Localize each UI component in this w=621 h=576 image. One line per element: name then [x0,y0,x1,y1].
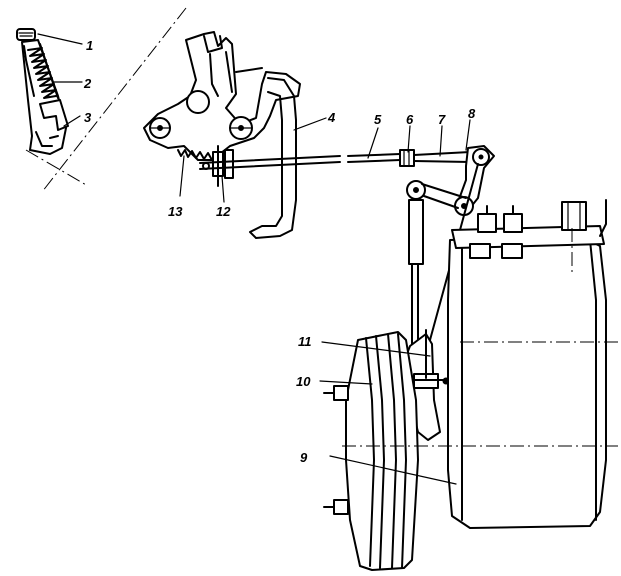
callout-6: 6 [406,112,414,127]
brake-drum [323,331,419,571]
callout-7: 7 [438,112,446,127]
pull-rod-linkage [199,145,495,216]
leader-lines [37,33,471,485]
callout-12: 12 [216,204,231,219]
spring-catch-detail [16,7,187,193]
callout-10: 10 [296,374,311,389]
callout-5: 5 [374,112,382,127]
callout-3: 3 [84,110,92,125]
pedal-lever-assembly [143,31,301,239]
callout-2: 2 [83,76,92,91]
callout-labels: 1 2 3 4 5 6 7 8 9 10 11 12 13 [83,38,476,465]
callout-1: 1 [86,38,93,53]
callout-4: 4 [327,110,336,125]
callout-11: 11 [298,334,312,349]
callout-8: 8 [468,106,476,121]
housing-unit [342,199,618,529]
callout-9: 9 [300,450,308,465]
callout-13: 13 [168,204,183,219]
